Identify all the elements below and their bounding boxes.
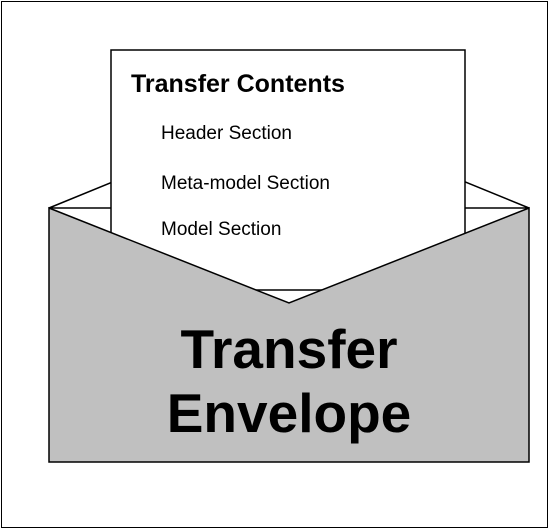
document-item-header-section: Header Section: [161, 123, 292, 144]
document-item-model-section: Model Section: [161, 219, 282, 240]
document-title: Transfer Contents: [131, 70, 345, 98]
document-item-meta-model-section: Meta-model Section: [161, 173, 330, 194]
envelope-label-line2: Envelope: [166, 382, 412, 444]
envelope-body: [48, 206, 530, 463]
envelope-label-line1: Transfer: [180, 318, 398, 380]
document-sheet: [110, 49, 466, 291]
